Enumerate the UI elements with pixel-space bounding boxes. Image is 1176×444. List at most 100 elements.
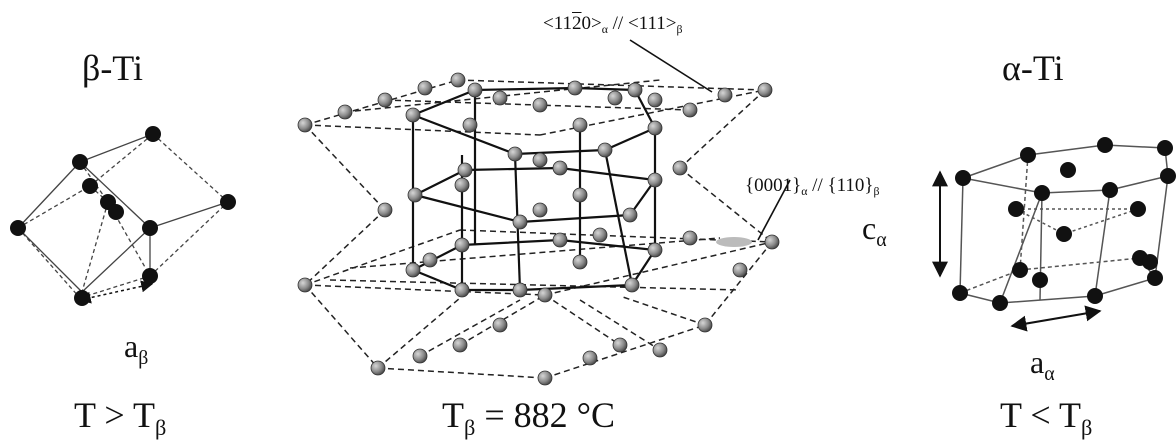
lattice-atom	[682, 230, 698, 246]
lattice-atom	[462, 117, 478, 133]
bcc-unit-cell	[17, 133, 229, 304]
lattice-atom	[457, 162, 473, 178]
lattice-atom	[672, 160, 688, 176]
lattice-atom	[377, 92, 393, 108]
direction-relation-label: <1120>α // <111>β	[543, 13, 683, 37]
lattice-atom	[572, 117, 588, 133]
lattice-atom	[582, 350, 598, 366]
lattice-atom	[512, 282, 528, 298]
lattice-atom	[422, 252, 438, 268]
lattice-atom	[454, 237, 470, 253]
hcp-atom	[1056, 226, 1072, 242]
lattice-atom	[597, 142, 613, 158]
hcp-atom	[1008, 201, 1024, 217]
hcp-atom	[955, 170, 971, 186]
beta-temperature-label: T > Tβ	[74, 395, 167, 440]
lattice-atom	[492, 317, 508, 333]
lattice-atom	[572, 254, 588, 270]
lattice-atom	[450, 72, 466, 88]
hcp-atom	[1160, 168, 1176, 184]
lattice-atom	[405, 107, 421, 123]
bcc-atom	[142, 268, 158, 284]
bcc-atom	[72, 154, 88, 170]
lattice-atom	[552, 232, 568, 248]
hcp-atom	[952, 285, 968, 301]
lattice-atom	[647, 172, 663, 188]
lattice-atom	[537, 287, 553, 303]
lattice-atom	[572, 187, 588, 203]
hcp-atom	[1060, 162, 1076, 178]
alpha-temperature-label: T < Tβ	[1000, 395, 1093, 440]
lattice-atom	[652, 342, 668, 358]
bcc-atom	[142, 220, 158, 236]
lattice-atom	[454, 282, 470, 298]
lattice-atom	[370, 360, 386, 376]
lattice-atom	[417, 80, 433, 96]
a-alpha-label: aα	[1030, 344, 1055, 385]
lattice-atom	[732, 262, 748, 278]
bcc-atom	[82, 178, 98, 194]
lattice-atom	[467, 82, 483, 98]
a-alpha-arrow	[1010, 305, 1102, 332]
c-alpha-label: cα	[862, 210, 887, 251]
hcp-atom	[1130, 201, 1146, 217]
lattice-atom	[757, 82, 773, 98]
bcc-atom	[74, 290, 90, 306]
lattice-atom	[507, 146, 523, 162]
lattice-atom	[454, 177, 470, 193]
bcc-body-center-atom	[108, 204, 124, 220]
transition-temperature-label: Tβ = 882 °C	[442, 395, 616, 440]
lattice-atom	[412, 348, 428, 364]
hcp-atom	[1142, 254, 1158, 270]
a-beta-arrow	[78, 280, 154, 304]
lattice-atom	[377, 202, 393, 218]
lattice-atom	[717, 87, 733, 103]
lattice-atom	[647, 242, 663, 258]
lattice-atom	[682, 102, 698, 118]
a-beta-label: aβ	[124, 328, 149, 369]
lattice-atom	[592, 227, 608, 243]
lattice-atom	[337, 104, 353, 120]
hcp-atom	[1087, 288, 1103, 304]
lattice-atom	[537, 370, 553, 386]
hcp-atom	[992, 295, 1008, 311]
lattice-atom	[647, 120, 663, 136]
lattice-atom	[297, 277, 313, 293]
lattice-atom	[647, 92, 663, 108]
lattice-atom	[627, 82, 643, 98]
alpha-phase-label: α-Ti	[1002, 48, 1064, 88]
lattice-atom	[624, 277, 640, 293]
hcp-atom	[1032, 272, 1048, 288]
lattice-atom	[405, 262, 421, 278]
lattice-atom	[622, 207, 638, 223]
hcp-atom	[1097, 137, 1113, 153]
lattice-atom	[297, 117, 313, 133]
hcp-atom	[1034, 185, 1050, 201]
lattice-atom	[552, 160, 568, 176]
bcc-atom	[220, 194, 236, 210]
lattice-atom	[407, 187, 423, 203]
lattice-atom	[612, 337, 628, 353]
hcp-atom	[1147, 270, 1163, 286]
plane-relation-label: {0001}α // {110}β	[745, 175, 880, 199]
lattice-atom	[452, 337, 468, 353]
hcp-atom	[1102, 182, 1118, 198]
bcc-atom	[10, 220, 26, 236]
lattice-atom	[492, 90, 508, 106]
hcp-atom	[1020, 147, 1036, 163]
lattice-atom	[532, 152, 548, 168]
hcp-atom	[1012, 262, 1028, 278]
lattice-atom	[697, 317, 713, 333]
lattice-atom	[607, 90, 623, 106]
atoms-layer	[10, 72, 1176, 386]
lattice-atom	[512, 214, 528, 230]
orientation-relationship-lattice	[304, 39, 791, 379]
lattice-atom	[532, 97, 548, 113]
hcp-unit-cell	[932, 144, 1169, 332]
lattice-atom	[532, 202, 548, 218]
beta-phase-label: β-Ti	[82, 48, 144, 88]
lattice-atom	[567, 80, 583, 96]
bcc-atom	[145, 126, 161, 142]
